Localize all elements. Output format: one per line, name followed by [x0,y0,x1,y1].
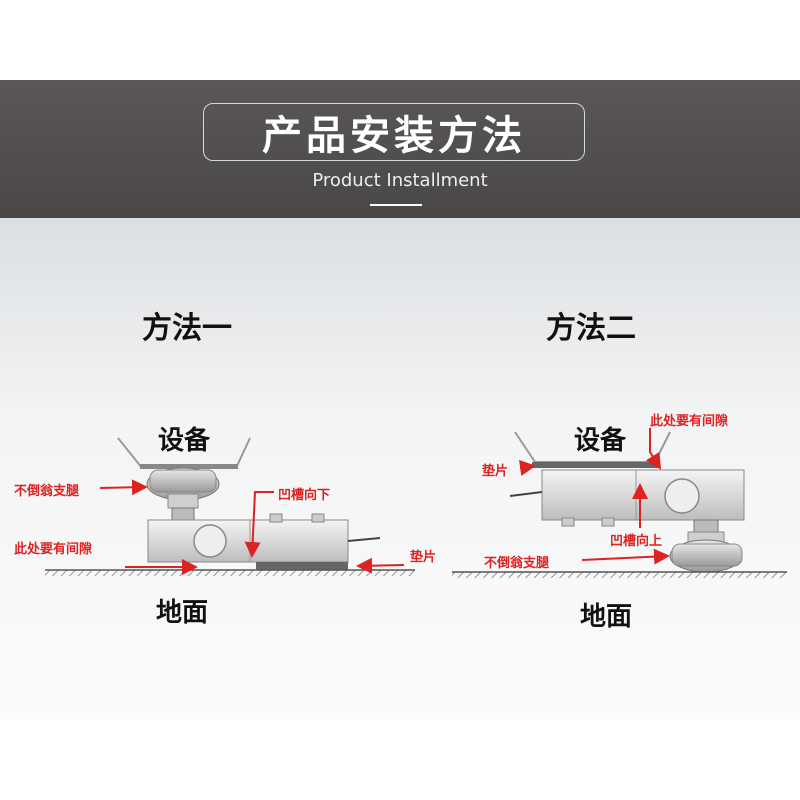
m2-equipment-label: 设备 [574,426,627,456]
page-title: 产品安装方法 [262,113,526,159]
method1-title: 方法一 [142,311,232,346]
m1-anti-tip-leg [146,467,220,521]
m1-equipment-label: 设备 [158,426,211,456]
m2-anti-tip-leg-label: 不倒翁支腿 [484,556,550,571]
m2-equipment [514,431,671,468]
m2-anti-tip-leg [669,519,743,573]
m2-ground-label: 地面 [580,602,633,632]
page-subtitle: Product Installment [312,170,488,191]
m2-shim-label: 垫片 [482,464,509,479]
m2-ground [452,571,787,578]
title-underline [370,204,422,206]
m2-load-cell [509,469,745,527]
m2-groove-up-label: 凹槽向上 [610,534,663,549]
m1-groove-down-label: 凹槽向下 [278,488,331,503]
title-frame: 产品安装方法 [203,103,585,161]
m1-shim [256,562,348,570]
m1-ground [45,569,415,576]
m1-load-cell [147,513,381,563]
m1-anti-tip-leg-label: 不倒翁支腿 [14,484,80,499]
m1-gap-label: 此处要有间隙 [14,542,93,557]
method2-title: 方法二 [546,311,636,346]
m2-callout-arrows [519,428,670,565]
m1-ground-label: 地面 [156,598,209,628]
m1-callout-arrows [99,479,405,575]
m1-shim-label: 垫片 [410,550,437,565]
diagram-area [0,218,800,720]
m2-gap-label: 此处要有间隙 [650,414,729,429]
